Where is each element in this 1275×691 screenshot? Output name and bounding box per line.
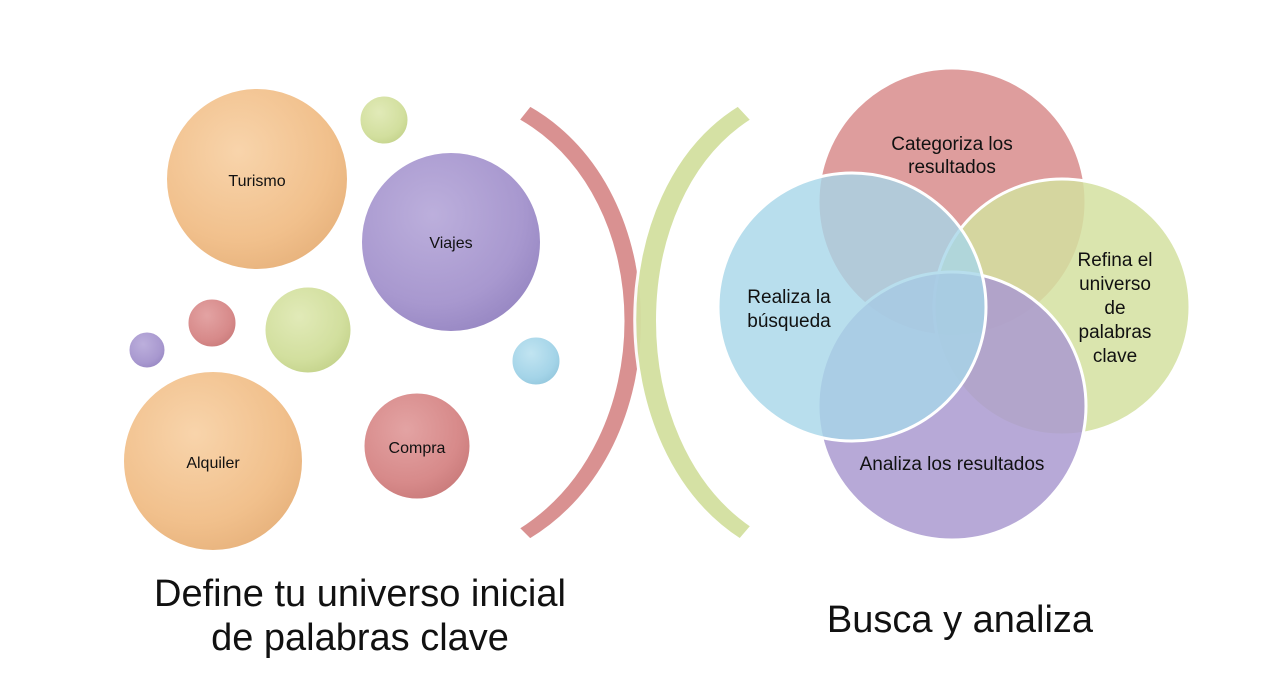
realiza-label-line-1: Realiza la [747, 287, 831, 308]
refina-label-line-1: Refina el [1078, 250, 1153, 271]
categoriza-label-line-1: Categoriza los [891, 134, 1012, 155]
refina-label-line-3: de [1104, 298, 1125, 319]
small-green-bubble-top [357, 93, 411, 147]
categoriza-label-line-2: resultados [908, 157, 996, 178]
left-parenthesis-arc [633, 103, 755, 542]
refina-label-line-4: palabras [1079, 322, 1152, 343]
compra-label: Compra [389, 440, 446, 457]
viajes-label: Viajes [429, 235, 472, 252]
small-red-bubble [185, 296, 239, 350]
search-analyze-caption: Busca y analiza [760, 598, 1160, 642]
medium-green-bubble [262, 284, 354, 376]
define-caption-line-1: Define tu universo inicial [154, 573, 566, 615]
search-caption-line-1: Busca y analiza [826, 599, 1094, 641]
refina-label-line-2: universo [1079, 274, 1151, 295]
turismo-label: Turismo [228, 173, 285, 190]
define-caption-line-2: de palabras clave [211, 617, 509, 659]
realiza-circle [716, 171, 988, 443]
refina-label-line-5: clave [1093, 346, 1137, 367]
define-keywords-caption: Define tu universo inicial de palabras c… [110, 572, 610, 660]
alquiler-bubble [120, 368, 306, 554]
realiza-label-line-2: búsqueda [747, 311, 831, 332]
turismo-bubble [163, 85, 351, 273]
right-parenthesis-arc [515, 103, 644, 542]
compra-bubble [361, 390, 473, 502]
small-purple-bubble [126, 329, 168, 371]
small-blue-bubble [509, 334, 563, 388]
alquiler-label: Alquiler [186, 455, 240, 472]
viajes-bubble [358, 149, 544, 335]
analiza-label: Analiza los resultados [860, 454, 1045, 475]
